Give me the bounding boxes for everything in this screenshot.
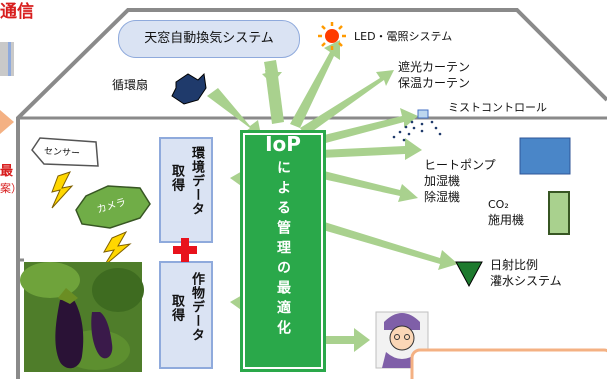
arrow-vent-shaft xyxy=(265,68,284,124)
curtain-label-line2: 保温カーテン xyxy=(398,76,471,90)
left-edge-bar-accent xyxy=(8,42,11,76)
co2-machine-icon xyxy=(548,191,570,235)
left-fragment-1: 最 xyxy=(0,164,14,179)
left-fragment-2: 案） xyxy=(0,182,22,195)
led-system-label: LED・電照システム xyxy=(354,30,453,43)
arrow-group xyxy=(207,40,458,352)
irrigation-triangle-icon xyxy=(455,261,483,288)
sensor-label: センサー xyxy=(43,146,81,160)
left-edge-arrow xyxy=(0,110,14,134)
eggplant-photo xyxy=(20,262,144,372)
heatpump-icon xyxy=(519,137,571,175)
arrow-curtain xyxy=(300,70,394,136)
ventilation-system-label: 天窓自動換気システム xyxy=(118,20,300,58)
arrow-heatpump xyxy=(320,138,422,160)
iop-subtitle: による管理の最適化 xyxy=(275,160,291,340)
arrow-mist xyxy=(320,108,418,144)
co2-label-line2: 施用機 xyxy=(488,213,525,227)
iop-title: IoP xyxy=(265,132,301,156)
arrow-irrigation xyxy=(316,220,458,270)
arrow-co2 xyxy=(318,170,418,202)
irrigation-label-line1: 日射比例 xyxy=(490,258,539,272)
mist-control-label: ミストコントロール xyxy=(448,101,547,114)
overlapping-card xyxy=(410,348,607,379)
camera-lightning-icon xyxy=(103,230,132,267)
heatpump-label-line2: 加湿機 xyxy=(424,174,461,188)
iop-bar xyxy=(240,130,326,372)
co2-label-line1: CO₂ xyxy=(488,198,509,211)
heatpump-label-line1: ヒートポンプ xyxy=(424,158,496,172)
crop-data-line2: 取得 xyxy=(169,294,184,322)
irrigation-label-line2: 灌水システム xyxy=(490,274,562,288)
mist-spray-icon xyxy=(392,120,442,142)
circulation-fan-icon xyxy=(171,72,207,105)
curtain-label-line1: 遮光カーテン xyxy=(398,60,471,74)
sensor-lightning-icon xyxy=(51,171,74,209)
left-edge-bar xyxy=(0,42,14,76)
greenhouse-outline xyxy=(16,8,607,379)
iop-center-text: IoP による管理の最適化 xyxy=(244,132,322,372)
env-data-line2: 取得 xyxy=(169,164,184,192)
plus-sign-horizontal xyxy=(173,246,197,254)
header-title-fragment: 通信 xyxy=(0,2,34,22)
arrow-farmer xyxy=(320,328,370,352)
arrow-fan xyxy=(207,88,262,140)
heatpump-label-line3: 除湿機 xyxy=(424,190,461,204)
camera-icon xyxy=(75,185,151,229)
arrow-led xyxy=(290,40,340,128)
sun-icon xyxy=(318,22,346,50)
env-data-line1: 環境データ xyxy=(189,146,204,216)
sensor-tag-icon xyxy=(31,137,99,167)
crop-data-line1: 作物データ xyxy=(189,272,204,342)
iop-bar-inner-border xyxy=(243,133,323,369)
circulation-fan-label: 循環扇 xyxy=(112,78,149,92)
mist-nozzle-icon xyxy=(417,109,429,119)
